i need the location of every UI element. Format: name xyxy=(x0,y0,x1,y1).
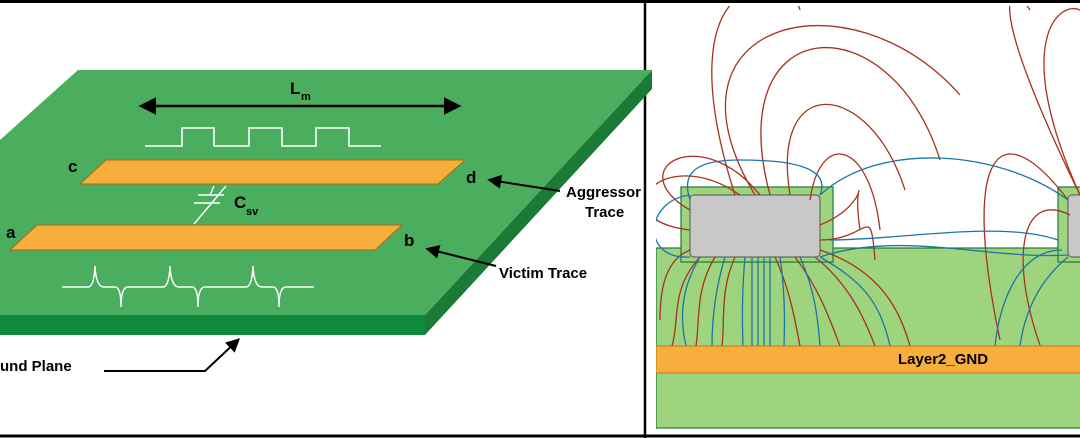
cap-label: C xyxy=(234,193,246,212)
conductor-left xyxy=(689,194,821,258)
aggressor-label-line2: Trace xyxy=(585,204,624,221)
ground-plane-label: und Plane xyxy=(0,358,72,375)
ground-layer-label: Layer2_GND xyxy=(898,351,988,368)
victim-waveform xyxy=(62,265,314,308)
left-panel: L m c d C sv a b Aggressor Trace Victim … xyxy=(0,70,652,375)
magnetic-field-lines xyxy=(656,157,1069,347)
victim-pointer xyxy=(425,244,497,267)
node-d-label: d xyxy=(466,168,476,187)
node-c-label: c xyxy=(68,157,77,176)
length-label: L xyxy=(290,79,300,98)
aggressor-trace xyxy=(78,159,467,185)
right-panel: Layer2_GND xyxy=(656,6,1080,429)
capacitor-lead-top xyxy=(209,185,215,196)
electric-field-lines xyxy=(656,6,1080,347)
ground-pointer xyxy=(104,338,241,372)
cap-subscript: sv xyxy=(246,206,259,218)
board-front-edge xyxy=(0,315,425,335)
victim-trace xyxy=(8,224,404,251)
board-top-surface xyxy=(0,70,652,315)
node-b-label: b xyxy=(404,231,414,250)
node-a-label: a xyxy=(6,223,16,242)
capacitor-diagonal xyxy=(193,185,227,225)
length-subscript: m xyxy=(301,91,311,103)
ground-layer xyxy=(656,345,1080,374)
conductor-right xyxy=(1067,194,1080,258)
aggressor-waveform xyxy=(145,127,381,147)
aggressor-pointer xyxy=(487,174,561,192)
aggressor-label-line1: Aggressor xyxy=(566,184,641,201)
victim-label: Victim Trace xyxy=(499,265,587,282)
board-right-side xyxy=(425,70,652,335)
dielectric-substrate xyxy=(656,247,1080,429)
